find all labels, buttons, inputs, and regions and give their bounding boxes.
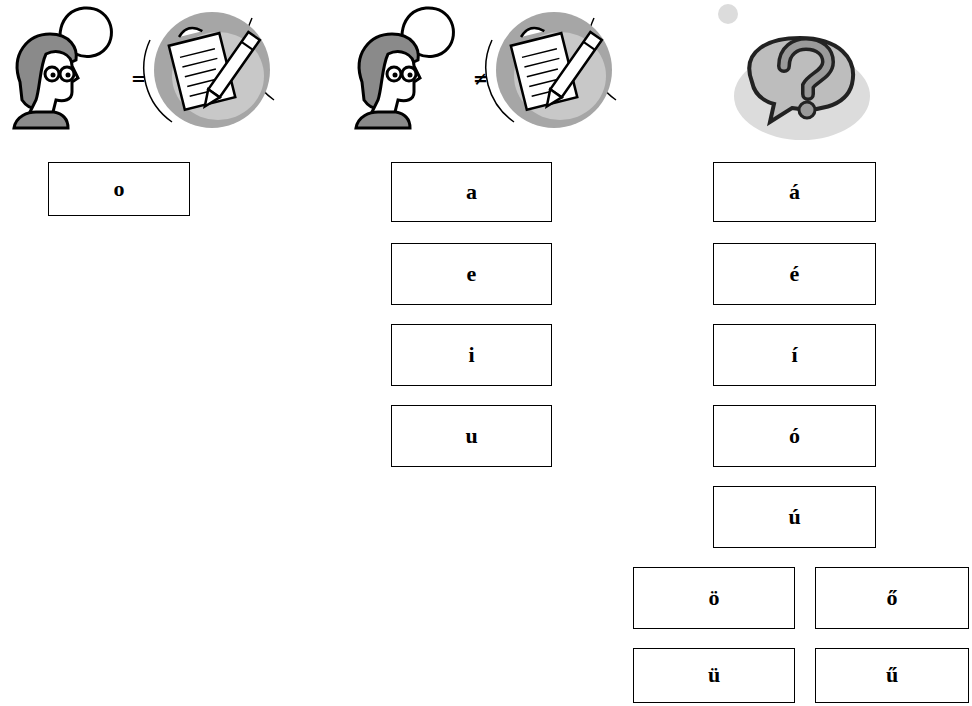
vowel-letter: u bbox=[465, 424, 477, 448]
vowel-letter: í bbox=[791, 343, 797, 367]
letter-box: ü bbox=[633, 648, 795, 703]
vowel-letter: é bbox=[790, 262, 800, 286]
vowel-letter: ó bbox=[789, 424, 800, 448]
letter-box: ö bbox=[633, 567, 795, 629]
vowel-letter: ő bbox=[887, 586, 898, 610]
letter-box: ű bbox=[815, 648, 969, 703]
vowel-letter: ö bbox=[709, 586, 720, 610]
vowel-letter: ű bbox=[886, 663, 898, 687]
letter-box: í bbox=[713, 324, 876, 386]
vowel-letter: a bbox=[466, 180, 477, 204]
letter-box: á bbox=[713, 162, 876, 222]
vowel-letter: á bbox=[789, 180, 800, 204]
vowel-letter: ü bbox=[708, 663, 720, 687]
letter-box: ő bbox=[815, 567, 969, 629]
letter-box: a bbox=[391, 162, 552, 222]
vowel-letter: o bbox=[114, 177, 125, 201]
relation-sign: ≠ bbox=[473, 70, 488, 88]
letter-box: e bbox=[391, 243, 552, 305]
vowel-letter: i bbox=[468, 343, 474, 367]
letter-box: i bbox=[391, 324, 552, 386]
vowel-letter: ú bbox=[788, 505, 800, 529]
letter-box: ó bbox=[713, 405, 876, 467]
letter-box: é bbox=[713, 243, 876, 305]
letter-box: o bbox=[48, 162, 190, 216]
relation-sign: = bbox=[131, 70, 146, 88]
vowel-letter: e bbox=[467, 262, 477, 286]
letter-box: u bbox=[391, 405, 552, 467]
letter-box: ú bbox=[713, 486, 876, 548]
